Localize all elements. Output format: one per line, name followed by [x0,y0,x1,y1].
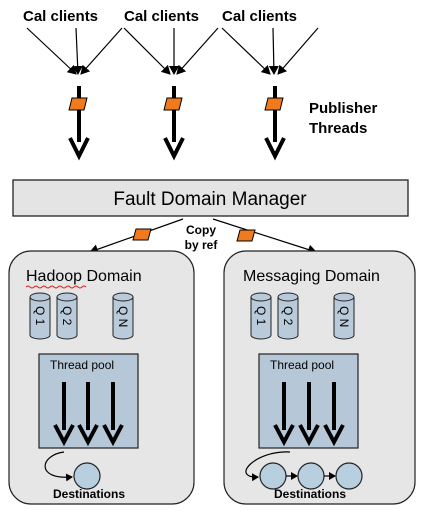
queue-icon: Q N [112,292,134,340]
copy-label-line1: Copy [186,223,216,237]
thread-arrows [273,382,345,447]
dispatch-curve [245,451,291,482]
thread-pool-label: Thread pool [50,358,114,372]
cal-clients-label-2: Cal clients [124,8,199,25]
queue-icon: Q 2 [56,292,78,340]
fault-domain-manager-title: Fault Domain Manager [113,189,307,210]
publisher-thread-3 [264,86,286,161]
destination-node [73,462,101,490]
fault-domain-manager-box [12,179,409,217]
destination-node [335,462,363,490]
message-icon [163,97,183,111]
destination-node [259,462,287,490]
destination-node [297,462,325,490]
publisher-thread-1 [68,86,90,161]
cal-clients-label-1: Cal clients [23,8,98,25]
hadoop-domain-title: Hadoop Domain [26,268,142,285]
dispatch-curve [44,451,73,482]
thread-pool-label: Thread pool [270,358,334,372]
messaging-domain: Messaging Domain Q 1 Q 2 Q N Thread pool [223,250,416,505]
destinations-label: Destinations [274,487,346,501]
queue-icon: Q 1 [29,292,51,340]
spellcheck-squiggle [25,285,87,289]
queue-icon: Q N [333,292,355,340]
thread-arrows [53,382,124,447]
destinations-label: Destinations [53,487,125,501]
queue-label: Q 2 [60,306,74,326]
client-arrows-group-1 [26,27,123,75]
client-arrows-group-2 [123,27,219,75]
queue-icon: Q 2 [277,292,299,340]
queue-label: Q 1 [33,306,47,326]
message-icon [236,229,256,242]
copy-label-line2: by ref [185,238,219,252]
message-icon [68,97,88,111]
queue-label: Q N [116,306,130,327]
messaging-domain-title: Messaging Domain [243,268,380,285]
queue-label: Q 1 [254,306,268,326]
queue-label: Q N [337,306,351,327]
message-icon [132,228,152,241]
queue-label: Q 2 [281,306,295,326]
message-icon [264,97,284,111]
client-arrows-group-3 [221,27,319,75]
queue-icon: Q 1 [250,292,272,340]
copy-arrow-right [212,218,317,255]
hadoop-domain: Hadoop Domain Q 1 Q 2 Q N Thread pool [8,250,195,505]
publisher-threads-label-line2: Threads [309,120,367,137]
publisher-thread-2 [163,86,185,161]
cal-clients-label-3: Cal clients [222,8,297,25]
publisher-threads-label-line1: Publisher [309,100,378,117]
